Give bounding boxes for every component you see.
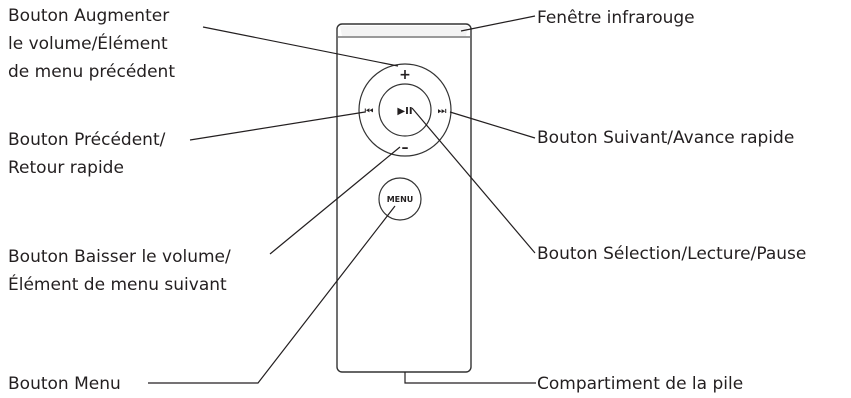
label-next-line-1: Bouton Suivant/Avance rapide [537,128,795,148]
label-battery: Compartiment de la pile [537,370,743,398]
label-volume-down-line-1: Bouton Baisser le volume/ [8,247,231,267]
label-volume-up-line-3: de menu précédent [8,62,175,82]
leader-battery [404,372,536,384]
play-pause-icon[interactable]: ▶II [397,106,412,117]
label-battery-line-1: Compartiment de la pile [537,374,744,394]
label-volume-up-line-2: le volume/Élément [8,34,168,54]
label-select-play-pause-line-1: Bouton Sélection/Lecture/Pause [537,244,807,264]
label-volume-up: Bouton Augmenter le volume/Élément de me… [8,2,175,86]
label-select-play-pause: Bouton Sélection/Lecture/Pause [537,240,806,268]
leader-menu [148,205,396,384]
select-play-pause-button[interactable] [378,83,432,137]
label-ir-window: Fenêtre infrarouge [537,4,695,32]
label-menu-line-1: Bouton Menu [8,374,121,394]
label-previous-line-1: Bouton Précédent/ [8,130,166,150]
volume-down-icon[interactable]: – [402,140,409,156]
menu-button-label: MENU [387,195,414,204]
label-previous: Bouton Précédent/ Retour rapide [8,126,165,182]
label-volume-down: Bouton Baisser le volume/ Élément de men… [8,243,231,299]
next-icon[interactable]: ⏭ [438,106,447,117]
label-next: Bouton Suivant/Avance rapide [537,124,794,152]
leader-volume-up [202,26,399,67]
label-menu: Bouton Menu [8,370,121,398]
menu-button[interactable] [378,177,422,221]
leader-lines [148,15,536,384]
leader-volume-down [269,146,401,255]
leader-ir-window [460,15,536,32]
label-volume-up-line-1: Bouton Augmenter [8,6,170,26]
leader-next [449,111,536,139]
leader-previous [189,111,366,141]
volume-up-icon[interactable]: + [399,67,411,83]
ir-window-shade [340,26,468,36]
label-previous-line-2: Retour rapide [8,158,124,178]
previous-icon[interactable]: ⏮ [365,106,374,117]
label-ir-window-line-1: Fenêtre infrarouge [537,8,695,28]
label-volume-down-line-2: Élément de menu suivant [8,275,227,295]
leader-select [411,107,536,254]
